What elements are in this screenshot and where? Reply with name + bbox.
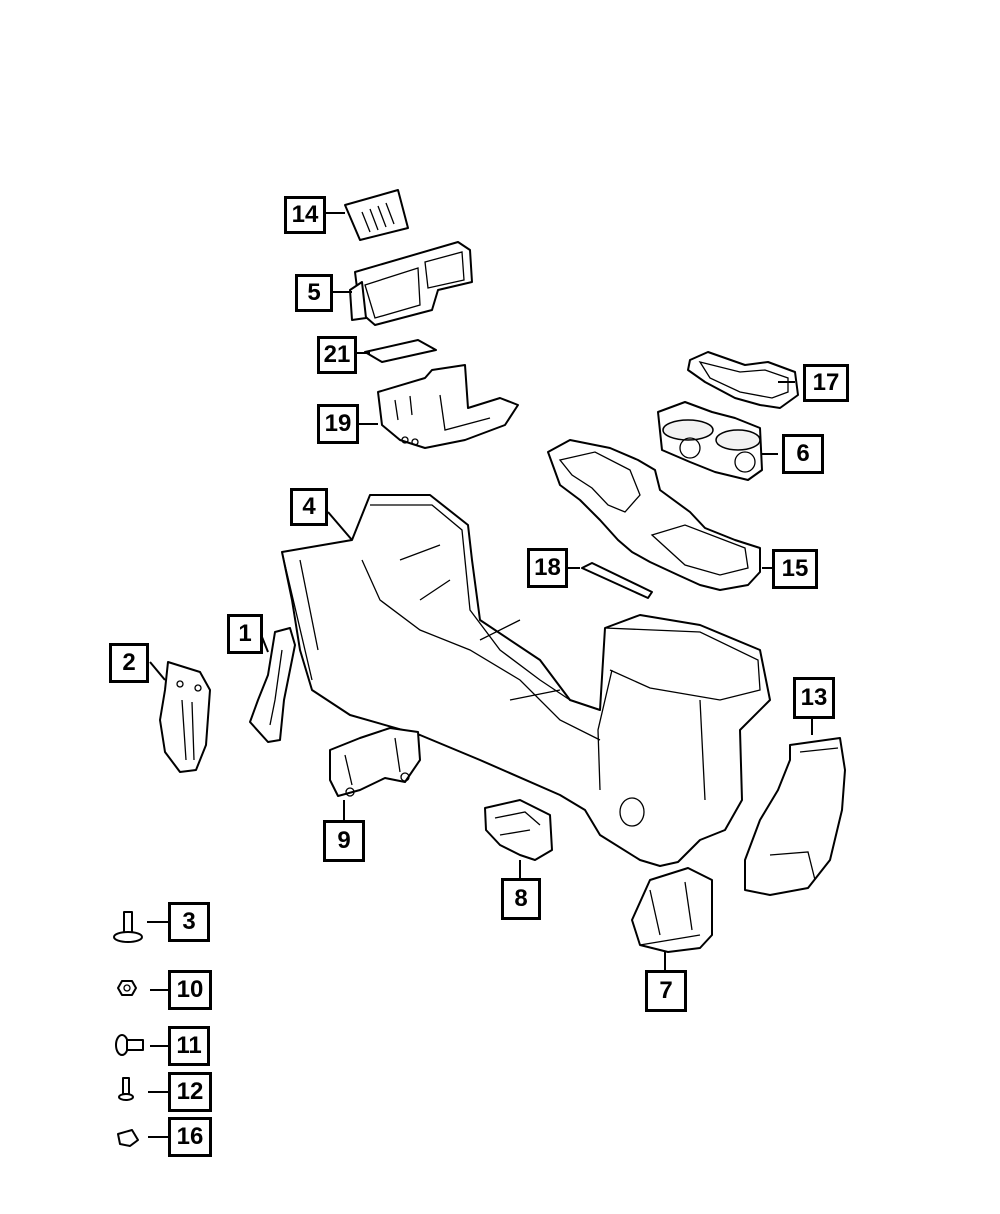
callout-6: 6 [782,434,824,474]
part-12-screw [118,1077,134,1101]
callout-14: 14 [284,196,326,234]
part-6-cupholder [657,401,763,481]
callout-5: 5 [295,274,333,312]
callout-15: 15 [772,549,818,589]
part-2-plate [159,661,211,773]
part-18-strip [581,562,653,599]
part-16-clip [117,1129,139,1147]
callout-18: 18 [527,548,568,588]
part-4-console-housing [281,494,771,867]
part-9-bracket [329,727,421,797]
callout-19: 19 [317,404,359,444]
part-1-bracket [249,627,296,743]
part-7-base [631,867,713,953]
callout-13: 13 [793,677,835,719]
part-11-screw [115,1034,144,1056]
part-5-bezel [349,241,473,326]
leader-lines [147,212,813,1138]
callout-16: 16 [168,1117,212,1157]
callout-8: 8 [501,878,541,920]
callout-3: 3 [168,902,210,942]
part-3-bolt [113,911,143,943]
callout-12: 12 [168,1072,212,1112]
callout-17: 17 [803,364,849,402]
callout-1: 1 [227,614,263,654]
callout-10: 10 [168,970,212,1010]
part-19-panel [377,364,519,449]
callout-11: 11 [168,1026,210,1066]
part-14-vent-grille [344,189,409,241]
callout-2: 2 [109,643,149,683]
callout-4: 4 [290,488,328,526]
part-13-side-panel [744,737,846,896]
callout-9: 9 [323,820,365,862]
part-15-trim-plate [547,439,761,591]
part-21-pad [364,339,437,363]
callout-7: 7 [645,970,687,1012]
callout-21: 21 [317,336,357,374]
part-8-latch [484,799,553,861]
part-17-ring [687,351,799,409]
part-10-nut [117,980,137,996]
